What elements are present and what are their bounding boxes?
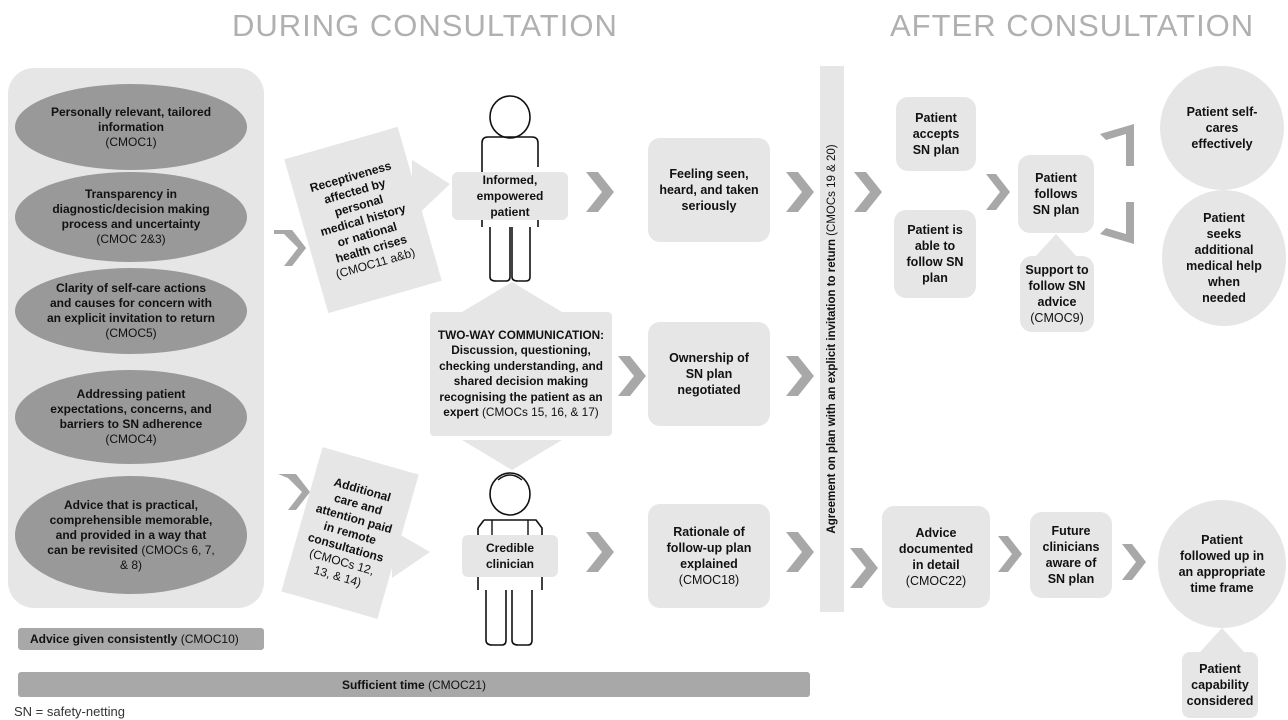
two-way-ref: (CMOCs 15, 16, & 17) [482,405,599,419]
oval-5-ref: (CMOCs 6, 7, & 8) [119,542,215,572]
informed-patient-label: Informed, empowered patient [452,172,568,220]
oval-3-ref: (CMOC5) [105,326,157,340]
chevron-to-followed-up [1120,542,1148,582]
documented-bold: Advice documented in detail [898,526,974,572]
two-way-double-arrow [462,282,562,470]
followed-up-circle: Patient followed up in an appropriate ti… [1158,500,1286,628]
documented-ref: (CMOC22) [905,574,967,588]
oval-2-bold: Transparency in diagnostic/decision maki… [52,187,210,231]
chevron-to-receptiveness [272,228,308,268]
oval-practical-advice: Advice that is practical, comprehensible… [15,476,247,594]
follows-text: Patient follows SN plan [1032,171,1080,217]
oval-1-bold: Personally relevant, tailored informatio… [50,104,212,134]
oval-tailored-information: Personally relevant, tailored informatio… [15,84,247,170]
accepts-text: Patient accepts SN plan [912,111,960,157]
seeks-help-circle: Patient seeks additional medical help wh… [1162,190,1286,326]
oval-4-bold: Addressing patient expectations, concern… [50,387,212,431]
self-cares-circle: Patient self-cares effectively [1160,66,1284,190]
two-way-title: TWO-WAY COMMUNICATION: [437,327,605,342]
able-to-follow-text: Patient is able to follow SN plan [906,223,964,285]
chevron-to-follows [984,172,1012,212]
credible-clinician-text: Credible clinician [485,541,535,571]
self-cares-text: Patient self-cares effectively [1186,105,1258,151]
chevron-to-additional-care [276,472,312,512]
after-consultation-header: AFTER CONSULTATION [890,8,1255,43]
oval-addressing-expectations: Addressing patient expectations, concern… [15,370,247,464]
advice-documented-box: Advice documented in detail (CMOC22) [882,506,990,608]
advice-consistent-bar: Advice given consistently (CMOC10) [18,628,264,650]
oval-3-bold: Clarity of self-care actions and causes … [46,281,216,325]
chevron-twoway-to-ownership [616,354,648,398]
chevron-feeling-to-agreement [784,170,816,214]
oval-4-ref: (CMOC4) [105,432,157,446]
follows-sn-plan-box: Patient follows SN plan [1018,155,1094,233]
oval-clarity-self-care: Clarity of self-care actions and causes … [15,268,247,354]
feeling-seen-box: Feeling seen, heard, and taken seriously [648,138,770,242]
advice-consistent-ref: (CMOC10) [180,632,239,646]
chevron-clinician-to-rationale [584,530,616,574]
agreement-vertical-bar: Agreement on plan with an explicit invit… [820,66,844,612]
future-clinicians-box: Future clinicians aware of SN plan [1030,512,1112,598]
capability-pointer [1200,628,1244,652]
sufficient-time-bar: Sufficient time (CMOC21) [18,672,810,697]
agreement-bold: Agreement on plan with an explicit invit… [826,239,838,534]
chevron-agreement-to-documented [848,546,880,590]
feeling-seen-text: Feeling seen, heard, and taken seriously [659,167,759,213]
oval-2-ref: (CMOC 2&3) [96,232,166,246]
chevron-ownership-to-agreement [784,354,816,398]
support-pointer [1034,234,1078,258]
able-to-follow-box: Patient is able to follow SN plan [894,210,976,298]
oval-5-bold: Advice that is practical, comprehensible… [47,497,213,557]
oval-transparency: Transparency in diagnostic/decision maki… [15,172,247,262]
agreement-ref: (CMOCs 19 & 20) [826,144,838,236]
sufficient-time-ref: (CMOC21) [428,677,487,692]
capability-text: Patient capability considered [1186,662,1254,708]
rationale-ref: (CMOC18) [678,573,740,587]
footnote: SN = safety-netting [14,704,125,719]
chevron-patient-to-feeling [584,170,616,214]
ownership-text: Ownership of SN plan negotiated [669,351,749,397]
ownership-box: Ownership of SN plan negotiated [648,322,770,426]
rationale-box: Rationale of follow-up plan explained (CM… [648,504,770,608]
chevron-to-self-cares [1100,124,1134,166]
followed-up-text: Patient followed up in an appropriate ti… [1178,533,1266,595]
oval-1-ref: (CMOC1) [105,134,157,149]
future-clinicians-text: Future clinicians aware of SN plan [1042,524,1100,586]
sufficient-time-bold: Sufficient time [341,677,425,692]
receptiveness-pointer [412,160,450,220]
additional-care-pointer [392,530,430,578]
accepts-sn-plan-box: Patient accepts SN plan [896,97,976,171]
support-bold: Support to follow SN advice [1025,263,1089,309]
chevron-to-future-clinicians [996,534,1024,574]
rationale-bold: Rationale of follow-up plan explained [666,525,752,571]
chevron-rationale-to-agreement [784,530,816,574]
two-way-communication-box: TWO-WAY COMMUNICATION: Discussion, quest… [430,312,612,436]
chevron-to-seeks-help [1100,202,1134,244]
during-consultation-header: DURING CONSULTATION [232,8,618,43]
capability-box: Patient capability considered [1182,652,1258,718]
informed-patient-text: Informed, empowered patient [476,173,544,219]
chevron-agreement-to-accepts [852,170,884,214]
advice-consistent-bold: Advice given consistently [30,632,178,646]
seeks-help-text: Patient seeks additional medical help wh… [1186,211,1262,305]
support-box: Support to follow SN advice (CMOC9) [1020,256,1094,332]
two-way-bold: Discussion, questioning, checking unders… [439,343,603,419]
credible-clinician-label: Credible clinician [462,535,558,577]
support-ref: (CMOC9) [1030,311,1084,325]
